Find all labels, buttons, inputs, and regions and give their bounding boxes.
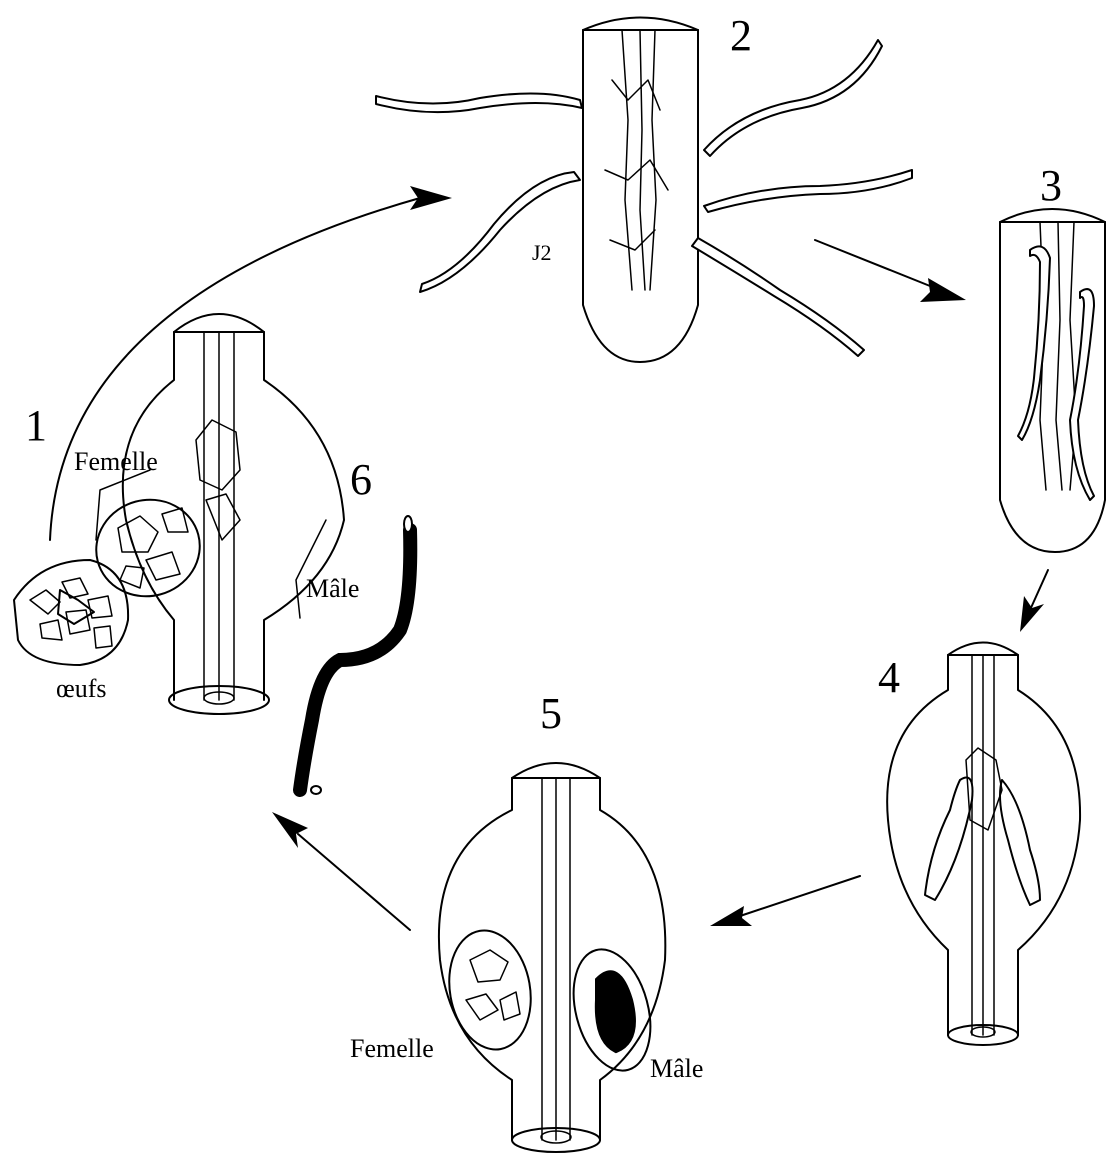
j2-juveniles: [376, 40, 912, 356]
label-stage5-female: Femelle: [350, 1034, 434, 1063]
stage-2-root-tip: [583, 18, 698, 363]
stage-number-4: 4: [878, 653, 900, 702]
label-stage1-female: Femelle: [74, 447, 158, 476]
stage-number-2: 2: [730, 11, 752, 60]
stage-number-1: 1: [25, 401, 47, 450]
label-stage5-male: Mâle: [650, 1054, 703, 1083]
stage-1-gall: [14, 314, 344, 714]
stage-6-male: [300, 516, 412, 794]
cycle-arrows: [50, 186, 1048, 930]
label-stage1-male: Mâle: [306, 574, 359, 603]
stage-number-3: 3: [1040, 161, 1062, 210]
stage-number-6: 6: [350, 455, 372, 504]
label-j2: J2: [532, 240, 552, 265]
stage-number-5: 5: [540, 689, 562, 738]
stage-3-root: [1000, 209, 1105, 552]
stage-4-gall: [887, 643, 1080, 1046]
label-stage1-eggs: œufs: [56, 674, 107, 703]
stage-5-gall: [439, 763, 665, 1152]
